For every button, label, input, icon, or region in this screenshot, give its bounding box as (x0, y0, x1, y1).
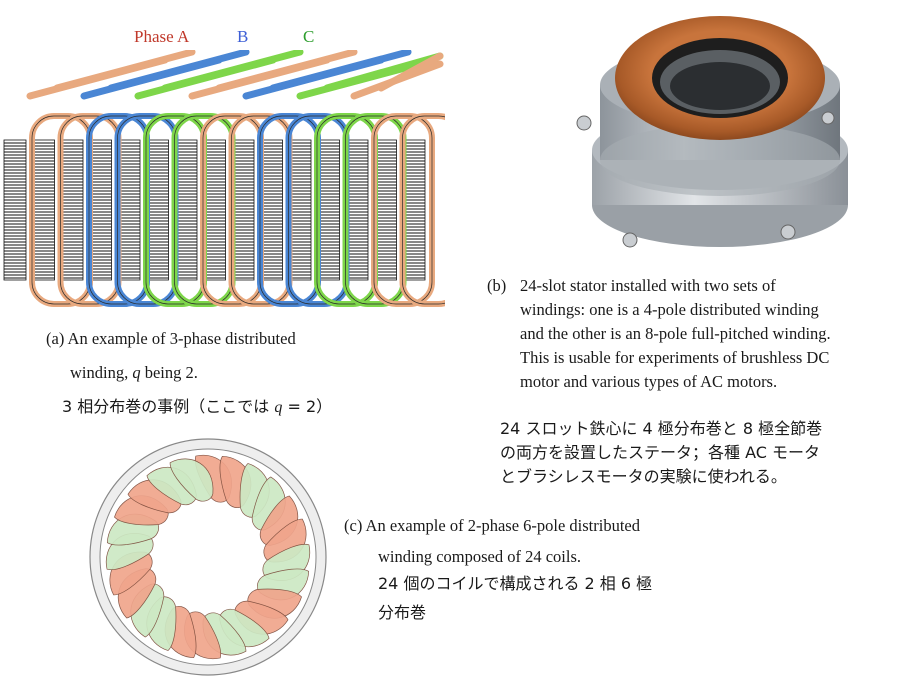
stator-photo (576, 16, 848, 248)
figure-c-caption-jp-1: 24 個のコイルで構成される 2 相 6 極 (378, 574, 653, 593)
end-turn-bar (107, 50, 250, 92)
caption-text: = 2） (282, 397, 333, 416)
caption-line: This is usable for experiments of brushl… (520, 348, 830, 367)
caption-line: 24 スロット鉄心に 4 極分布巻と 8 極全節巻 (500, 419, 823, 438)
caption-line: and the other is an 8-pole full-pitched … (520, 324, 831, 343)
core-tooth (89, 139, 112, 281)
core-tooth (288, 139, 312, 281)
figure-b-caption-prefix: (b) (487, 276, 507, 295)
figure-c-caption-jp-2: 分布巻 (378, 603, 427, 622)
core-tooth (203, 139, 226, 281)
q-variable: q (132, 363, 141, 382)
caption-line: motor and various types of AC motors. (520, 372, 778, 391)
core-tooth (3, 139, 27, 281)
core-tooth (260, 139, 283, 281)
phase-a-label: Phase A (134, 27, 190, 46)
core-tooth (317, 139, 340, 281)
figure-c-caption-en-1: (c) An example of 2-phase 6-pole distrib… (344, 516, 640, 535)
caption-line: とブラシレスモータの実験に使われる。 (500, 467, 787, 486)
core-tooth (402, 139, 426, 281)
two-phase-ring-winding (89, 438, 327, 676)
caption-line: windings: one is a 4-pole distributed wi… (520, 300, 819, 319)
end-turn-bar (377, 52, 444, 92)
distributed-winding-diagram (3, 50, 445, 307)
core-tooth (32, 139, 55, 281)
end-turn-bar (53, 50, 196, 92)
phase-c-label: C (303, 27, 315, 46)
q-variable: q (274, 399, 283, 416)
coil-outline (373, 115, 433, 305)
core-tooth (117, 139, 141, 281)
core-tooth (174, 139, 198, 281)
core-tooth (345, 139, 369, 281)
figure-a-caption-en-2: winding, q being 2. (70, 361, 198, 385)
figure-a-caption-en-1: (a) An example of 3-phase distributed (46, 329, 296, 348)
figure-b-caption-jp: 24 スロット鉄心に 4 極分布巻と 8 極全節巻 の両方を設置したステータ；各… (500, 417, 900, 489)
figure-b-caption-en: 24-slot stator installed with two sets o… (520, 274, 900, 394)
core-tooth (374, 139, 397, 281)
core-tooth (231, 139, 255, 281)
end-turn-bar (215, 50, 358, 92)
end-turn-bar (269, 50, 412, 92)
figure-a-caption-jp: 3 相分布巻の事例（ここでは q = 2） (62, 395, 332, 420)
phase-b-label: B (237, 27, 249, 46)
end-turn-bar (161, 50, 304, 92)
coil-outline (402, 115, 445, 305)
coil-petal (169, 458, 214, 502)
caption-line: 24-slot stator installed with two sets o… (520, 276, 776, 295)
caption-text: winding, (70, 363, 133, 382)
caption-text: 3 相分布巻の事例（ここでは (62, 397, 275, 416)
core-tooth (146, 139, 169, 281)
caption-text: being 2. (140, 363, 198, 382)
core-tooth (60, 139, 84, 281)
caption-line: の両方を設置したステータ；各種 AC モータ (500, 443, 821, 462)
figure-c-caption-en-2: winding composed of 24 coils. (378, 547, 582, 566)
rotor-bore (154, 503, 262, 611)
end-turn-bar (323, 52, 444, 92)
